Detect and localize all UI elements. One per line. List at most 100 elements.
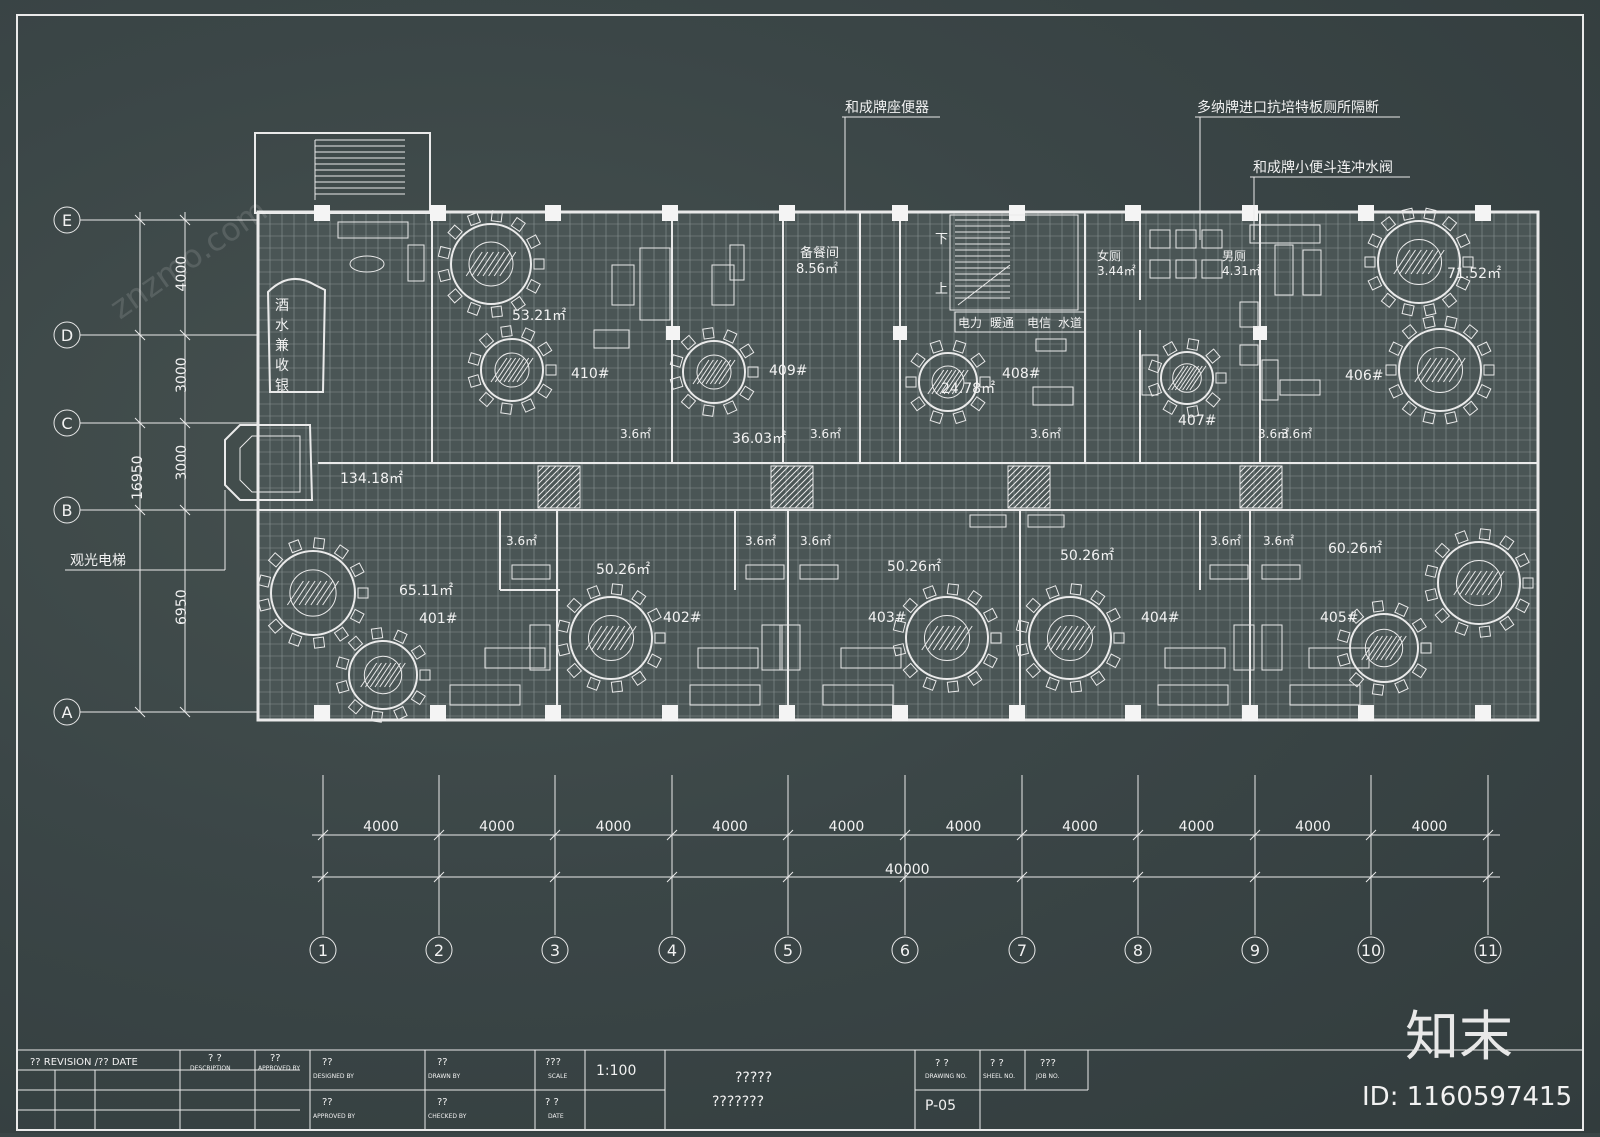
hatch-line [537, 465, 581, 509]
hatch-line [537, 465, 575, 503]
hatch-line [1239, 465, 1271, 497]
column-dim-text: 4000 [596, 819, 632, 835]
column [1242, 205, 1258, 221]
hatch-line [537, 465, 551, 479]
chair [437, 268, 452, 283]
table-hatch [1443, 357, 1460, 383]
corridor-hatches [537, 465, 1283, 509]
hatch-line [537, 465, 557, 485]
mens-wc-area: 4.31㎡ [1222, 264, 1261, 278]
chair [1441, 292, 1458, 309]
column-axis-label: 2 [434, 941, 444, 960]
table-hatch [292, 580, 310, 606]
chair [982, 653, 998, 669]
chair [1090, 670, 1106, 686]
table-hatch [1404, 249, 1422, 275]
table-hatch [488, 251, 506, 277]
chair [1401, 303, 1415, 317]
furniture-piece [689, 684, 761, 706]
pantry-area: 8.56㎡ [796, 262, 838, 277]
table-hatch [1448, 357, 1466, 383]
chair [1380, 215, 1397, 232]
tb-drawing-no: P-05 [925, 1098, 956, 1114]
hatch-line [543, 471, 581, 509]
table-hatch [493, 251, 511, 277]
chair [631, 590, 647, 606]
chair [267, 552, 284, 568]
room-410-name: 410# [571, 366, 609, 382]
chair [419, 669, 431, 681]
chair [1455, 275, 1471, 291]
table-hatch [1380, 635, 1398, 661]
table-top [1437, 541, 1521, 625]
hatch-line [770, 465, 790, 485]
table-hatch [298, 580, 316, 606]
room-406-name: 406# [1345, 368, 1383, 384]
tb-checked-sub: CHECKED BY [428, 1113, 467, 1120]
chair [1162, 341, 1178, 357]
room-402-area: 50.26㎡ [596, 562, 650, 578]
furniture-piece [337, 221, 409, 239]
hatch-line [1239, 465, 1247, 473]
wc-stall [1149, 229, 1171, 249]
table-top [569, 596, 653, 680]
chair [654, 632, 666, 644]
column-dim-text: 4000 [1062, 819, 1098, 835]
room-407-name: 407# [1178, 413, 1216, 429]
bath-area-label: 3.6㎡ [800, 534, 831, 548]
furniture-piece [799, 564, 839, 580]
table-hatch [374, 662, 392, 688]
column-axis-bubble [425, 936, 453, 964]
tb-drawing-no-sub: DRAWING NO. [925, 1073, 967, 1080]
chair [545, 364, 557, 376]
chair [722, 400, 738, 415]
table-hatch [951, 369, 969, 395]
table-top [348, 640, 418, 710]
hatch-line [1257, 483, 1283, 509]
lazy-susan [289, 569, 337, 617]
chair [1455, 233, 1471, 249]
chair [586, 676, 601, 691]
bath-area-label: 3.6㎡ [1030, 427, 1061, 441]
chair [1348, 671, 1365, 688]
chair [646, 653, 662, 669]
title-block: ?? REVISION /?? DATE ? ? DESCRIPTION ?? … [16, 1049, 1584, 1131]
coffee-table [349, 255, 385, 273]
chair [910, 396, 926, 412]
furniture-piece [1261, 564, 1301, 580]
chair [1454, 530, 1469, 545]
hatch-line [567, 495, 581, 509]
tb-drawn-sub: DRAWN BY [428, 1073, 460, 1080]
column [1358, 205, 1374, 221]
round-table [1364, 207, 1474, 317]
chair [1394, 602, 1409, 618]
chair [1025, 662, 1042, 679]
hatch-line [1263, 489, 1283, 509]
chair [333, 626, 350, 642]
tb-approved: ?? [270, 1053, 281, 1064]
table-top [480, 338, 544, 402]
chair [478, 332, 495, 349]
tb-project-line1: ????? [735, 1070, 772, 1086]
tb-description: ? ? [208, 1053, 222, 1064]
table-hatch [369, 662, 387, 688]
round-table [257, 537, 369, 649]
table-hatch [1487, 570, 1505, 596]
hatch-line [1007, 465, 1045, 503]
chair [1162, 399, 1178, 415]
room-403-name: 403# [868, 610, 906, 626]
table-hatch [465, 251, 483, 277]
chair [1462, 323, 1479, 340]
chair [347, 698, 364, 715]
table-hatch [1414, 357, 1432, 383]
chair [1388, 341, 1404, 357]
stair-break [957, 264, 1011, 306]
chair [669, 376, 684, 390]
table-hatch [1189, 365, 1207, 391]
room-403-area: 50.26㎡ [887, 559, 941, 575]
chair [905, 376, 917, 388]
chair [1422, 411, 1436, 425]
chair [1364, 256, 1376, 268]
chair [1205, 348, 1221, 364]
